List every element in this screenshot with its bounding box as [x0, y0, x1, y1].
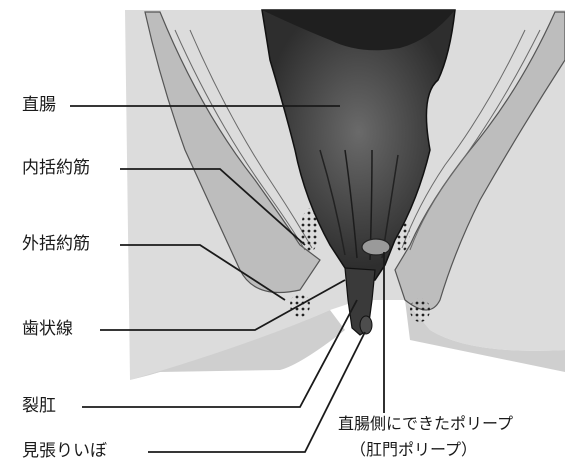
label-rectum: 直腸: [22, 97, 56, 114]
label-internal-sphincter: 内括約筋: [22, 160, 90, 177]
label-polyp-line1: 直腸側にできたポリープ: [338, 416, 513, 432]
label-polyp-line2: （肛門ポリープ）: [350, 442, 477, 458]
sentinel-pile: [360, 316, 372, 334]
anal-polyp: [362, 239, 390, 255]
label-external-sphincter: 外括約筋: [22, 236, 90, 253]
label-anal-fissure: 裂肛: [22, 398, 56, 415]
label-dentate-line: 歯状線: [22, 321, 73, 338]
label-sentinel-pile: 見張りいぼ: [22, 443, 107, 460]
external-sphincter-right-dots: [410, 298, 430, 322]
